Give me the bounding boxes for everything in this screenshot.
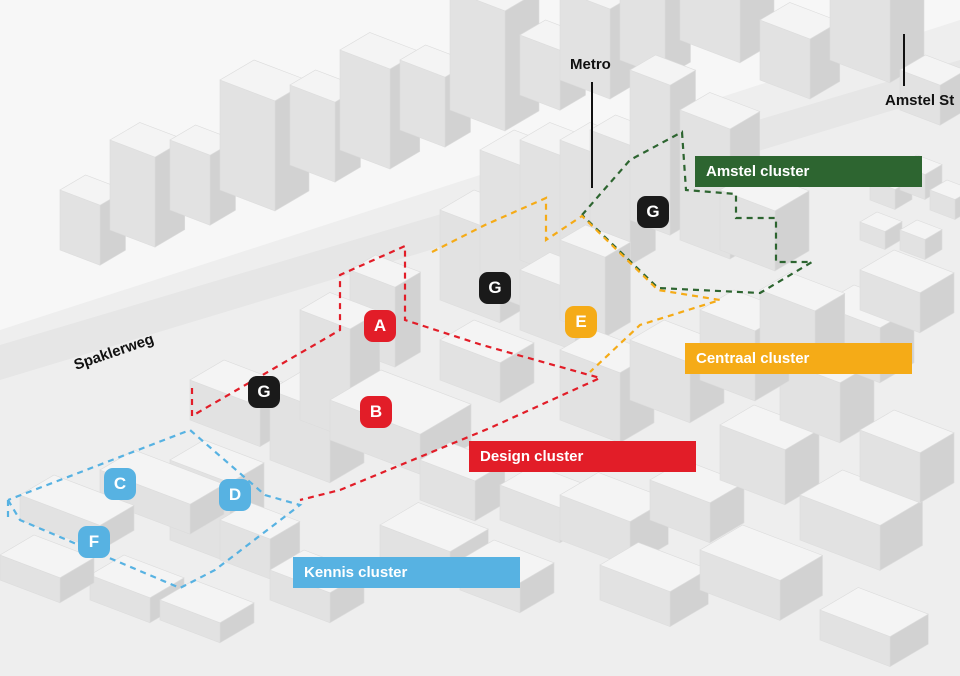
building-block bbox=[859, 249, 955, 334]
building-block bbox=[0, 534, 95, 604]
amstel-station-label: Amstel St bbox=[885, 92, 955, 109]
building-block bbox=[829, 0, 925, 84]
marker-e: E bbox=[565, 306, 597, 338]
building-block bbox=[899, 219, 943, 261]
kennis-cluster-label: Kennis cluster bbox=[293, 557, 520, 588]
amstel-cluster-outline bbox=[581, 130, 816, 295]
building-block bbox=[719, 169, 810, 272]
building-block bbox=[759, 2, 841, 100]
design-cluster-label: Design cluster bbox=[469, 441, 696, 472]
building-block bbox=[859, 409, 955, 504]
building-block bbox=[899, 54, 960, 126]
metro-label: Metro bbox=[570, 56, 611, 73]
marker-f: F bbox=[78, 526, 110, 558]
marker-g-central: G bbox=[479, 272, 511, 304]
marker-b: B bbox=[360, 396, 392, 428]
building-block bbox=[859, 211, 903, 251]
centraal-cluster-label: Centraal cluster bbox=[685, 343, 912, 374]
amstel-cluster-label: Amstel cluster bbox=[695, 156, 922, 187]
building-block bbox=[779, 339, 875, 444]
building-block bbox=[719, 404, 820, 506]
marker-g-design: G bbox=[248, 376, 280, 408]
marker-c: C bbox=[104, 468, 136, 500]
marker-g-amstel: G bbox=[637, 196, 669, 228]
building-block bbox=[799, 469, 924, 571]
building-block bbox=[819, 587, 929, 668]
design-cluster-outline bbox=[190, 244, 604, 502]
centraal-cluster-outline bbox=[431, 196, 721, 373]
marker-d: D bbox=[219, 479, 251, 511]
building-block bbox=[159, 579, 255, 644]
marker-a: A bbox=[364, 310, 396, 342]
building-block bbox=[699, 524, 824, 621]
building-block bbox=[599, 542, 709, 628]
building-block bbox=[929, 179, 960, 221]
kennis-cluster-outline bbox=[7, 428, 303, 590]
